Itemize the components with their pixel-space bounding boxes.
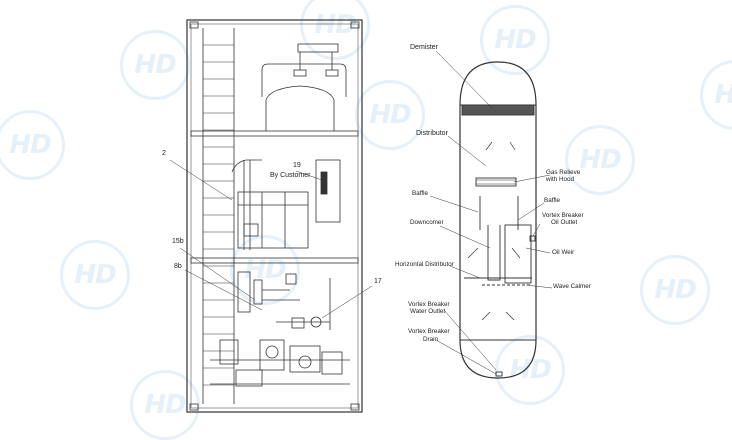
watermark-logo: HD — [480, 5, 550, 75]
watermark-logo: HD — [0, 110, 65, 180]
callout-by-customer: By Customer — [270, 172, 311, 179]
watermark-logo: HD — [640, 255, 710, 325]
callout-17: 17 — [374, 278, 382, 285]
label-oil-weir: Oil Weir — [552, 249, 575, 256]
label-water-outlet: Water Outlet — [410, 308, 446, 315]
skid-elevation-drawing — [169, 19, 373, 413]
label-horizontal-distributor: Horizontal Distributor — [395, 261, 454, 268]
callout-19: 19 — [293, 162, 301, 169]
label-distributor: Distributor — [416, 130, 448, 137]
watermark-logo: HD — [355, 80, 425, 150]
callout-15b: 15b — [172, 238, 184, 245]
label-downcomer: Downcomer — [410, 219, 444, 226]
label-gas-relieve: Gas Relieve — [546, 169, 581, 176]
label-vortex-breaker-drain: Vortex Breaker — [408, 328, 450, 335]
watermark-logo: HD — [300, 0, 370, 60]
label-vortex-breaker-oil: Vortex Breaker — [542, 212, 584, 219]
label-vortex-breaker-water: Vortex Breaker — [408, 301, 450, 308]
watermark-logo: HD — [565, 125, 635, 195]
label-gas-relieve-hood: with Hood — [546, 176, 575, 183]
watermark-logo: HD — [120, 30, 190, 100]
callout-2: 2 — [162, 150, 166, 157]
watermark-logo: HD — [60, 240, 130, 310]
label-oil-outlet: Oil Outlet — [551, 219, 578, 226]
label-drain: Drain — [423, 336, 439, 343]
callout-8b: 8b — [174, 263, 182, 270]
separator-vessel-section — [429, 50, 553, 379]
label-wave-calmer: Wave Calmer — [553, 283, 591, 290]
label-baffle-left: Baffle — [412, 190, 428, 197]
watermark-logo: HD — [230, 235, 300, 305]
label-baffle-right: Baffle — [544, 197, 560, 204]
label-demister: Demister — [410, 44, 439, 51]
watermark-logo: HD — [495, 335, 565, 405]
